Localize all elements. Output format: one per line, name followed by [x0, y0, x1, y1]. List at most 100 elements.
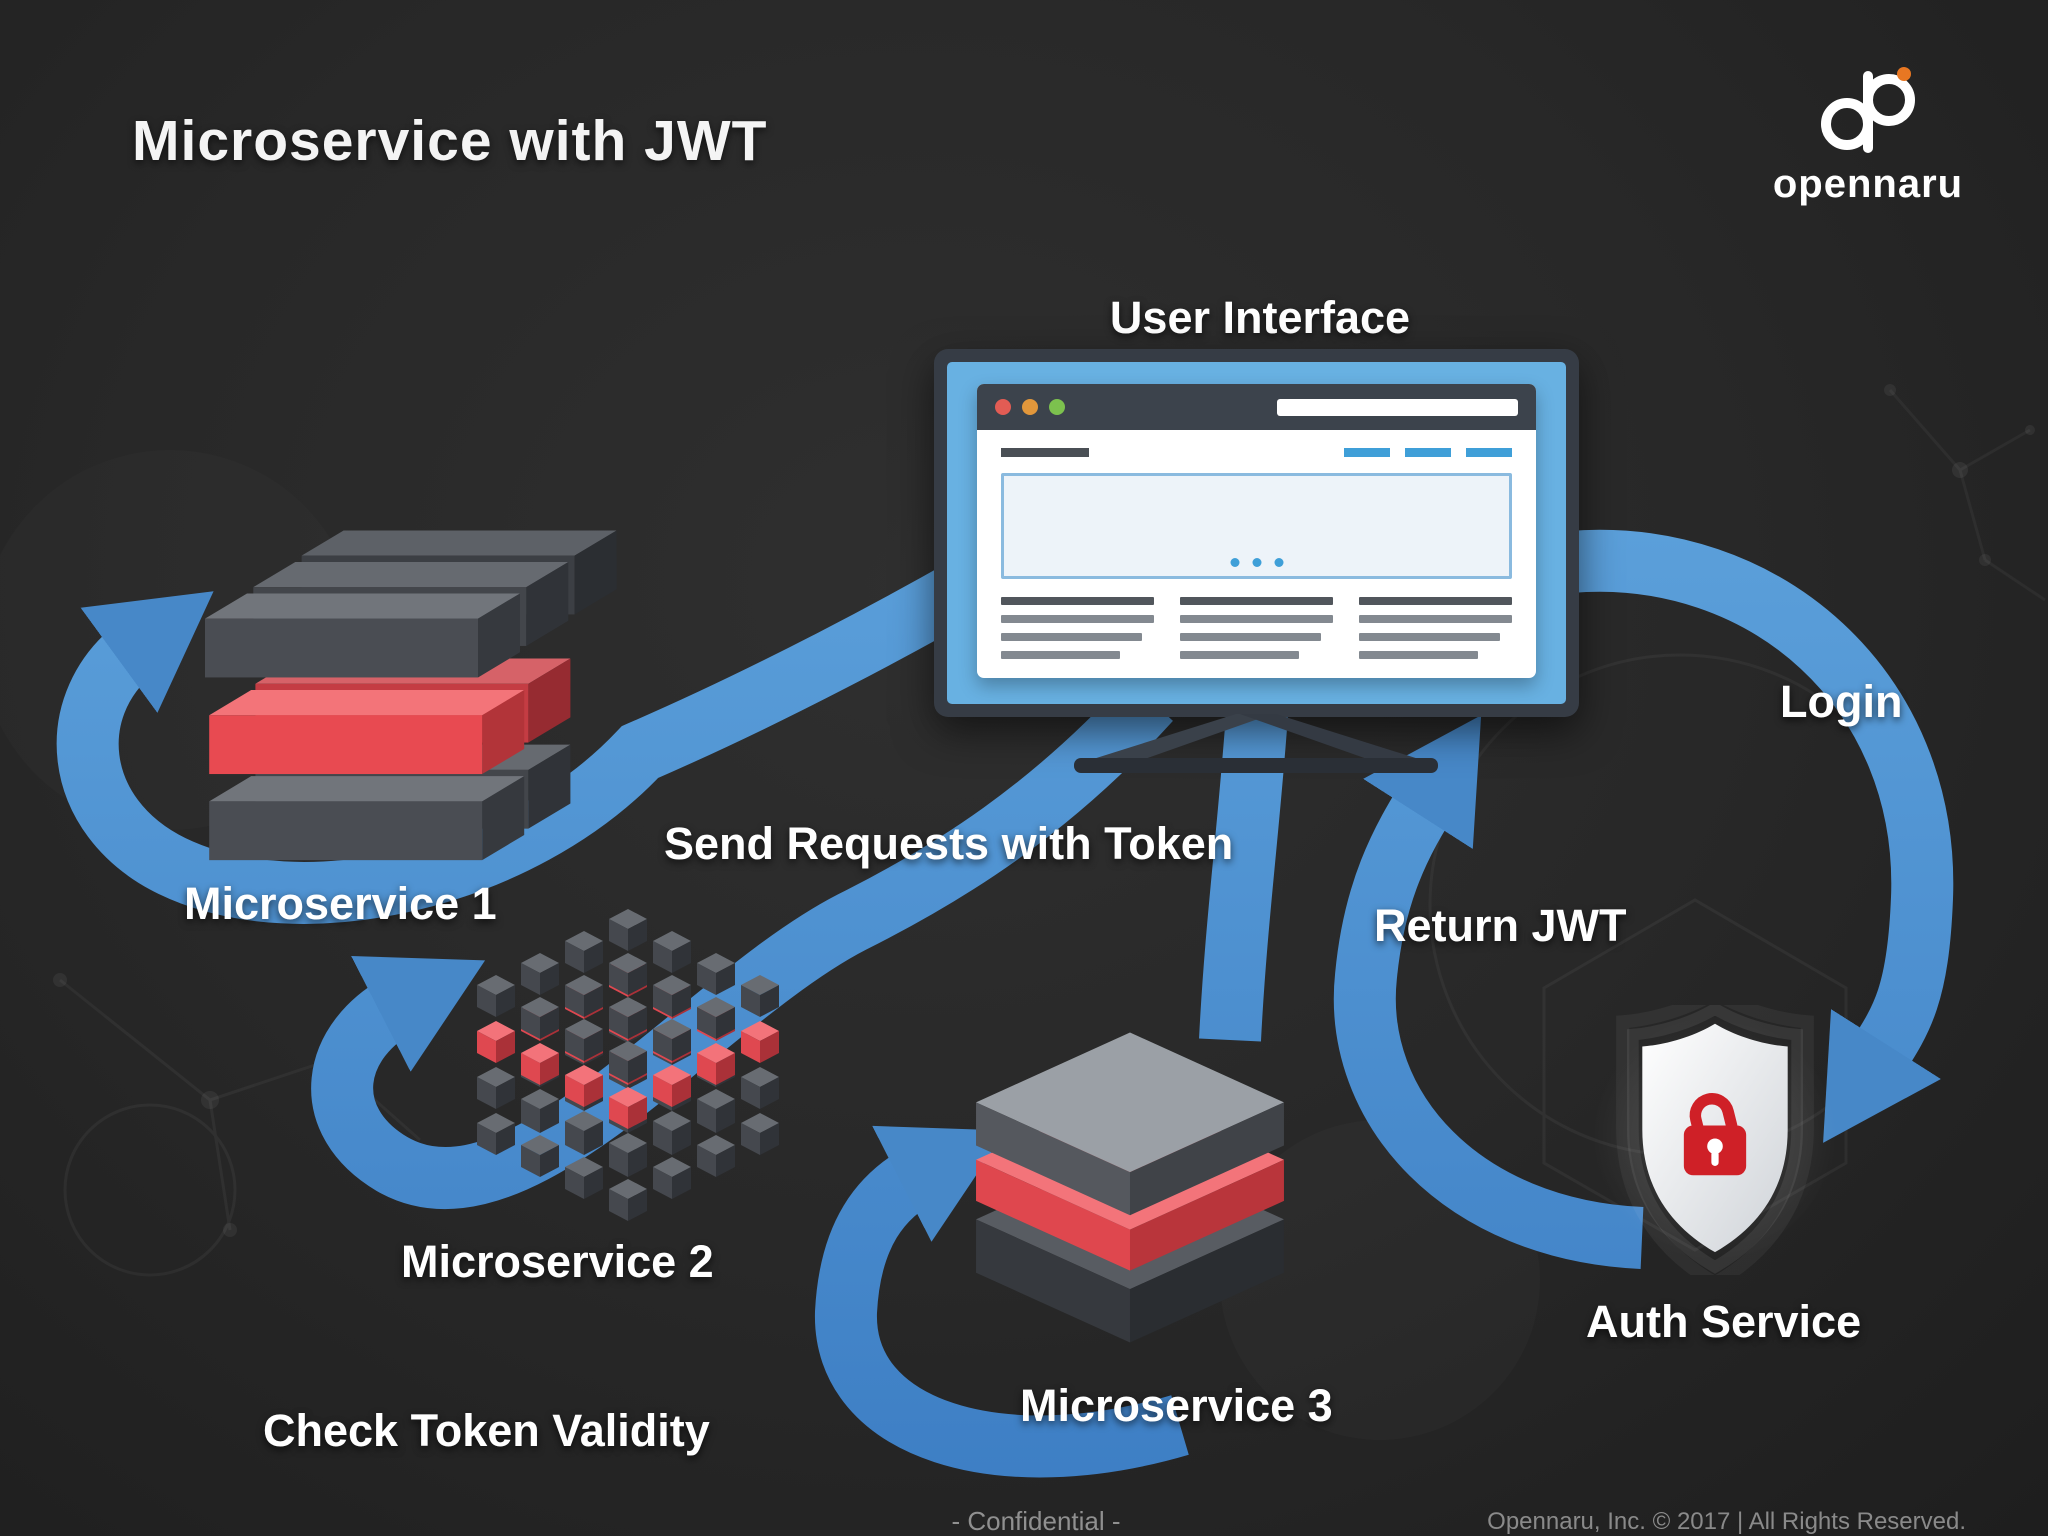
address-bar [1277, 398, 1518, 416]
carousel-dots [1230, 558, 1283, 567]
cube [697, 997, 735, 1039]
cube [565, 975, 603, 1017]
arrow-ui-to-ms1 [56, 518, 1056, 924]
monitor-illustration [934, 349, 1579, 717]
content-column [1359, 597, 1512, 669]
text-line [1359, 633, 1500, 641]
cube [565, 1157, 603, 1199]
browser-content [977, 430, 1536, 669]
text-line [1001, 597, 1154, 605]
cube [609, 1041, 647, 1083]
cube [697, 1135, 735, 1177]
text-line [1359, 651, 1479, 659]
text-line [1180, 633, 1321, 641]
cube [609, 909, 647, 951]
arrow-return-jwt [1333, 715, 1644, 1269]
nav-link [1405, 448, 1451, 457]
cube [521, 1135, 559, 1177]
monitor-stand [1074, 714, 1438, 773]
text-line [1001, 615, 1154, 623]
arrow-login [1567, 529, 1954, 1143]
cube [609, 953, 647, 995]
cube [477, 1113, 515, 1155]
microservice-1-stack [205, 530, 617, 861]
user-interface-label: User Interface [1109, 292, 1411, 343]
auth-service-label: Auth Service [1586, 1296, 1862, 1347]
opennaru-logo-icon [1821, 67, 1915, 153]
text-line [1180, 615, 1333, 623]
monitor-screen [947, 362, 1566, 704]
logo-text: opennaru [1772, 162, 1964, 206]
traffic-light-green-icon [1049, 399, 1065, 415]
microservice-1-label: Microservice 1 [184, 878, 497, 929]
text-line [1359, 597, 1512, 605]
menu-bar [1001, 448, 1089, 457]
shield-outline-glow [1626, 1005, 1804, 1274]
browser-title-bar [977, 384, 1536, 430]
cube [609, 997, 647, 1039]
microservice-2-cubes [477, 909, 779, 1221]
carousel-dot [1252, 558, 1261, 567]
cube [521, 1043, 559, 1085]
login-label: Login [1780, 676, 1903, 727]
text-line [1001, 633, 1142, 641]
beam [209, 776, 525, 861]
cube [565, 1111, 603, 1153]
nav-link [1344, 448, 1390, 457]
microservice-3-stack [976, 1032, 1284, 1343]
cube [653, 1157, 691, 1199]
slab [976, 1032, 1284, 1216]
cube [609, 1087, 647, 1129]
cube [609, 1179, 647, 1221]
carousel-dot [1274, 558, 1283, 567]
text-line [1359, 615, 1512, 623]
traffic-light-orange-icon [1022, 399, 1038, 415]
content-column [1180, 597, 1333, 669]
cube [477, 1067, 515, 1109]
cube [697, 953, 735, 995]
microservice-2-label: Microservice 2 [401, 1236, 714, 1287]
cube [653, 931, 691, 973]
cube [741, 1113, 779, 1155]
text-line [1180, 651, 1300, 659]
cube [653, 1065, 691, 1107]
arrow-ui-to-ms2 [311, 679, 1173, 1209]
cube [609, 1133, 647, 1175]
nav-links [1344, 448, 1512, 457]
footer-copyright: Opennaru, Inc. © 2017 | All Rights Reser… [1487, 1508, 1966, 1535]
text-line [1001, 651, 1121, 659]
beam-red [209, 690, 525, 775]
browser-menu-row [1001, 448, 1512, 457]
lock-icon [1683, 1093, 1747, 1176]
browser-window [977, 384, 1536, 678]
beam [205, 593, 520, 678]
cube [697, 1089, 735, 1131]
cube [521, 1089, 559, 1131]
shield-outline-glow [1616, 1005, 1814, 1275]
cube [521, 997, 559, 1039]
text-line [1180, 597, 1333, 605]
cube [653, 1111, 691, 1153]
footer-confidential: - Confidential - [951, 1506, 1121, 1536]
cube [565, 931, 603, 973]
auth-service-shield [1592, 1005, 1838, 1275]
content-columns [1001, 597, 1512, 669]
carousel-dot [1230, 558, 1239, 567]
slide-title: Microservice with JWT [132, 109, 768, 173]
nav-link [1466, 448, 1512, 457]
hero-panel [1001, 473, 1512, 579]
cube [477, 975, 515, 1017]
content-column [1001, 597, 1154, 669]
cube [565, 1019, 603, 1061]
logo-accent-dot [1897, 67, 1911, 81]
cube [521, 953, 559, 995]
return-jwt-label: Return JWT [1374, 900, 1627, 951]
cube [477, 1021, 515, 1063]
cube [565, 1065, 603, 1107]
cube [653, 975, 691, 1017]
arrow-ms3-loop [815, 1125, 1189, 1478]
cube [741, 975, 779, 1017]
microservice-3-label: Microservice 3 [1020, 1380, 1333, 1431]
